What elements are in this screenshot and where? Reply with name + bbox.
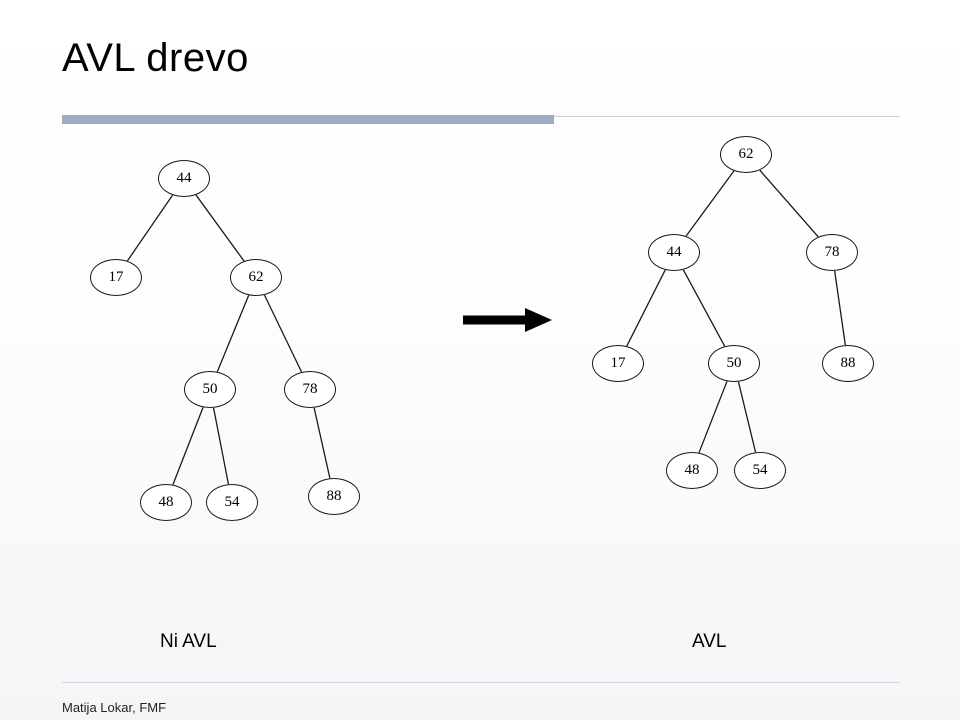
tree-node: 54 (734, 452, 786, 489)
tree-node: 50 (708, 345, 760, 382)
tree-node: 78 (284, 371, 336, 408)
tree-node: 54 (206, 484, 258, 521)
tree-edge (685, 170, 735, 237)
tree-edge (682, 269, 726, 347)
tree-node: 88 (822, 345, 874, 382)
tree-node: 44 (158, 160, 210, 197)
page-title: AVL drevo (62, 36, 249, 80)
tree-node: 48 (140, 484, 192, 521)
tree-edge (626, 269, 666, 347)
tree-node: 62 (230, 259, 282, 296)
tree-edge (212, 407, 230, 485)
footer-text: Matija Lokar, FMF (62, 700, 167, 715)
tree-node: 17 (90, 259, 142, 296)
tree-edge (126, 194, 174, 262)
tree-node: 50 (184, 371, 236, 408)
tree-edge (737, 381, 757, 453)
tree-node: 44 (648, 234, 700, 271)
tree-node: 78 (806, 234, 858, 271)
tree-node: 88 (308, 478, 360, 515)
tree-node: 48 (666, 452, 718, 489)
tree-edge (195, 194, 245, 262)
tree-edge (172, 407, 204, 485)
right-tree-caption: AVL (692, 631, 727, 652)
tree-node: 17 (592, 345, 644, 382)
tree-edge (313, 407, 331, 479)
left-tree-caption: Ni AVL (160, 631, 217, 652)
tree-edge (263, 294, 303, 373)
tree-edge (216, 295, 250, 372)
tree-edge (834, 270, 846, 346)
tree-edge (698, 381, 728, 453)
footer-divider (62, 682, 900, 683)
tree-node: 62 (720, 136, 772, 173)
tree-edge (759, 169, 819, 238)
title-accent-bar (62, 115, 554, 124)
